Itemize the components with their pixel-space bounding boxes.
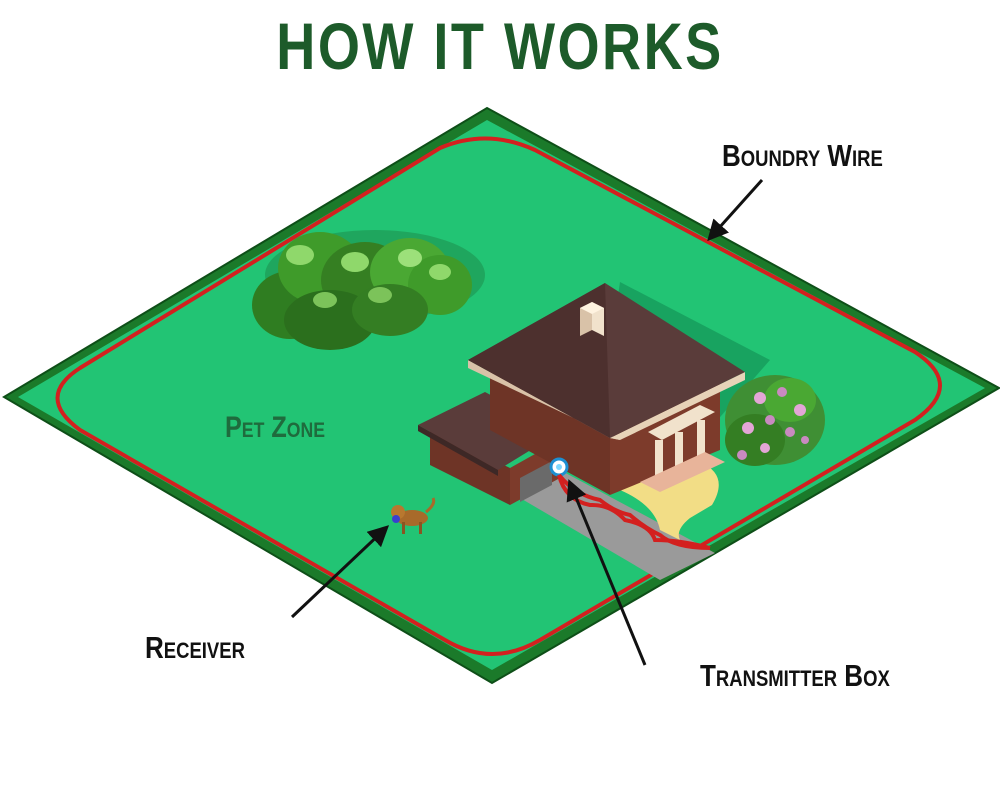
flowering-bush — [725, 375, 825, 466]
boundary-wire-loop — [55, 136, 942, 656]
receiver-label: Receiver — [145, 630, 245, 665]
main-house — [468, 283, 745, 495]
boundary-wire-arrow — [707, 178, 764, 242]
front-porch — [640, 405, 725, 492]
driveway — [515, 470, 715, 580]
transmitter-box-label: Transmitter Box — [700, 658, 890, 693]
dog-with-receiver — [391, 497, 436, 534]
page-title: HOW IT WORKS — [276, 9, 724, 83]
bush-cluster — [252, 230, 485, 350]
transmitter-box — [549, 457, 569, 477]
pet-zone-label: Pet Zone — [225, 411, 325, 444]
receiver-arrow — [290, 525, 390, 619]
boundary-wire-label: Boundry Wire — [722, 138, 883, 173]
transmitter-box-arrow — [566, 479, 647, 666]
